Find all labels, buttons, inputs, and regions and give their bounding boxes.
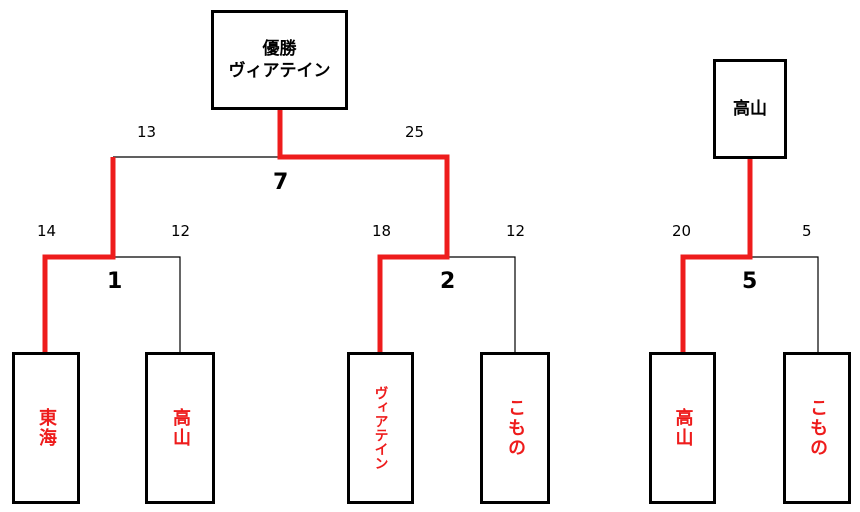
- score-final-left: 13: [137, 123, 157, 141]
- match-number-2: 2: [440, 269, 456, 294]
- team-box-3: ヴィアテイン: [347, 352, 414, 504]
- match-number-final: 7: [273, 170, 289, 195]
- score-m1-left: 14: [37, 222, 57, 240]
- team-box-1: 東海: [12, 352, 80, 504]
- team-name: 高山: [672, 408, 694, 448]
- team-name: ヴィアテイン: [372, 386, 389, 470]
- match-number-1: 1: [107, 269, 123, 294]
- champion-box: 優勝 ヴィアテイン: [211, 10, 348, 110]
- line-m2-right: [447, 256, 516, 352]
- side-winner-box: 高山: [713, 59, 787, 159]
- champion-name: ヴィアテイン: [228, 61, 331, 81]
- team-box-2: 高山: [145, 352, 215, 504]
- match-number-5: 5: [742, 269, 758, 294]
- score-m2-right: 12: [506, 222, 526, 240]
- score-m1-right: 12: [171, 222, 191, 240]
- score-final-right: 25: [405, 123, 425, 141]
- win-line-m5: [680, 158, 753, 352]
- team-name: 高山: [170, 408, 191, 448]
- team-box-6: こもの: [783, 352, 851, 504]
- team-name: 東海: [36, 408, 57, 448]
- team-name: こもの: [807, 398, 828, 458]
- line-m5-right: [750, 256, 819, 352]
- team-name: こもの: [505, 398, 526, 458]
- side-winner-name: 高山: [733, 99, 767, 119]
- line-m1-right: [113, 256, 181, 352]
- score-m5-right: 5: [802, 222, 812, 240]
- champion-title: 優勝: [262, 39, 297, 59]
- score-m5-left: 20: [672, 222, 692, 240]
- win-line-m1: [42, 157, 116, 352]
- win-line-m2: [277, 110, 450, 352]
- team-box-5: 高山: [649, 352, 716, 504]
- score-m2-left: 18: [372, 222, 392, 240]
- team-box-4: こもの: [480, 352, 550, 504]
